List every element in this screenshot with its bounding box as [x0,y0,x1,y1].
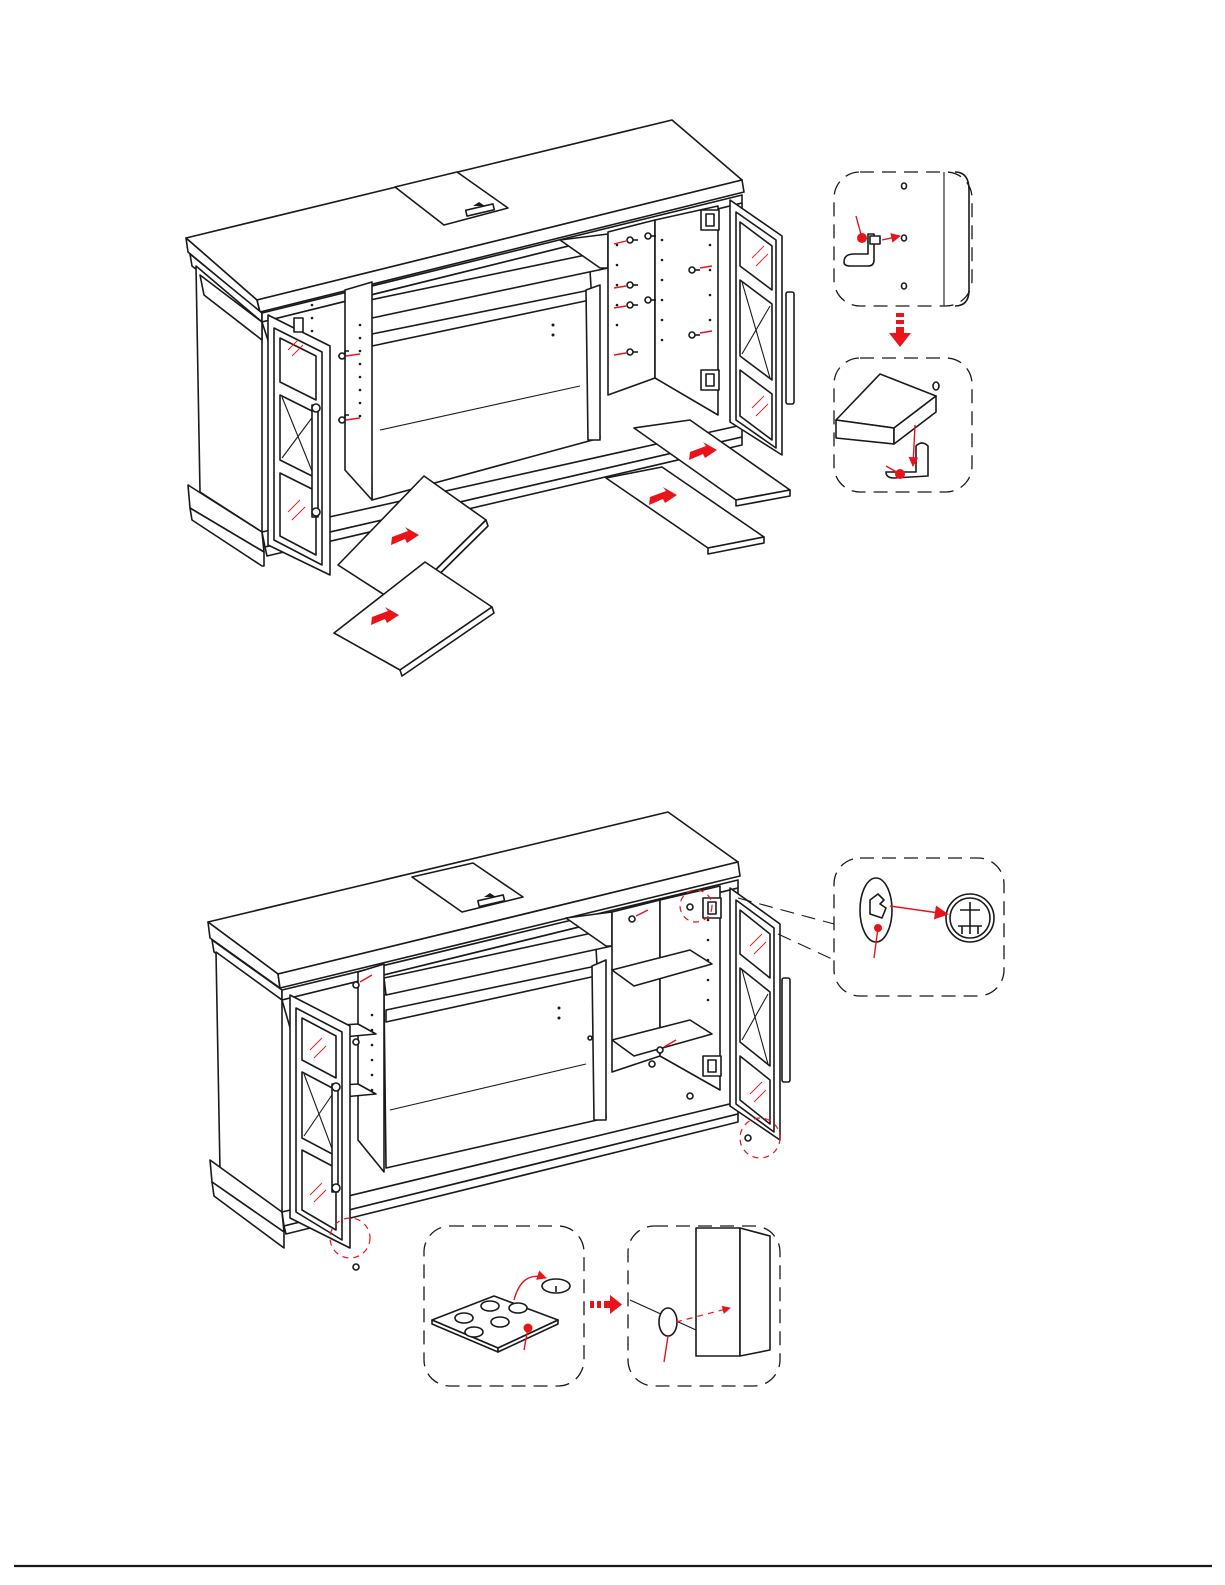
left-glass-door [268,315,330,575]
right-glass-door [730,888,790,1140]
step-install-shelves [186,120,972,676]
step-install-door-bumpers [208,812,1004,1386]
shelf-pin-insert-detail [834,172,972,306]
tv-stand-cabinet-with-shelves [208,812,790,1270]
next-step-arrow-icon [889,313,911,347]
bumper-pad-apply-detail [628,1226,780,1386]
tv-stand-cabinet [186,120,794,676]
left-shelf-lower [334,562,494,676]
right-glass-door [730,200,794,455]
shelf-rest-on-pin-detail [834,358,972,492]
left-glass-door [290,995,350,1248]
magnet-catch-detail [834,858,1004,996]
bumper-pad-peel-detail [424,1226,584,1386]
next-step-arrow-icon [590,1295,622,1314]
